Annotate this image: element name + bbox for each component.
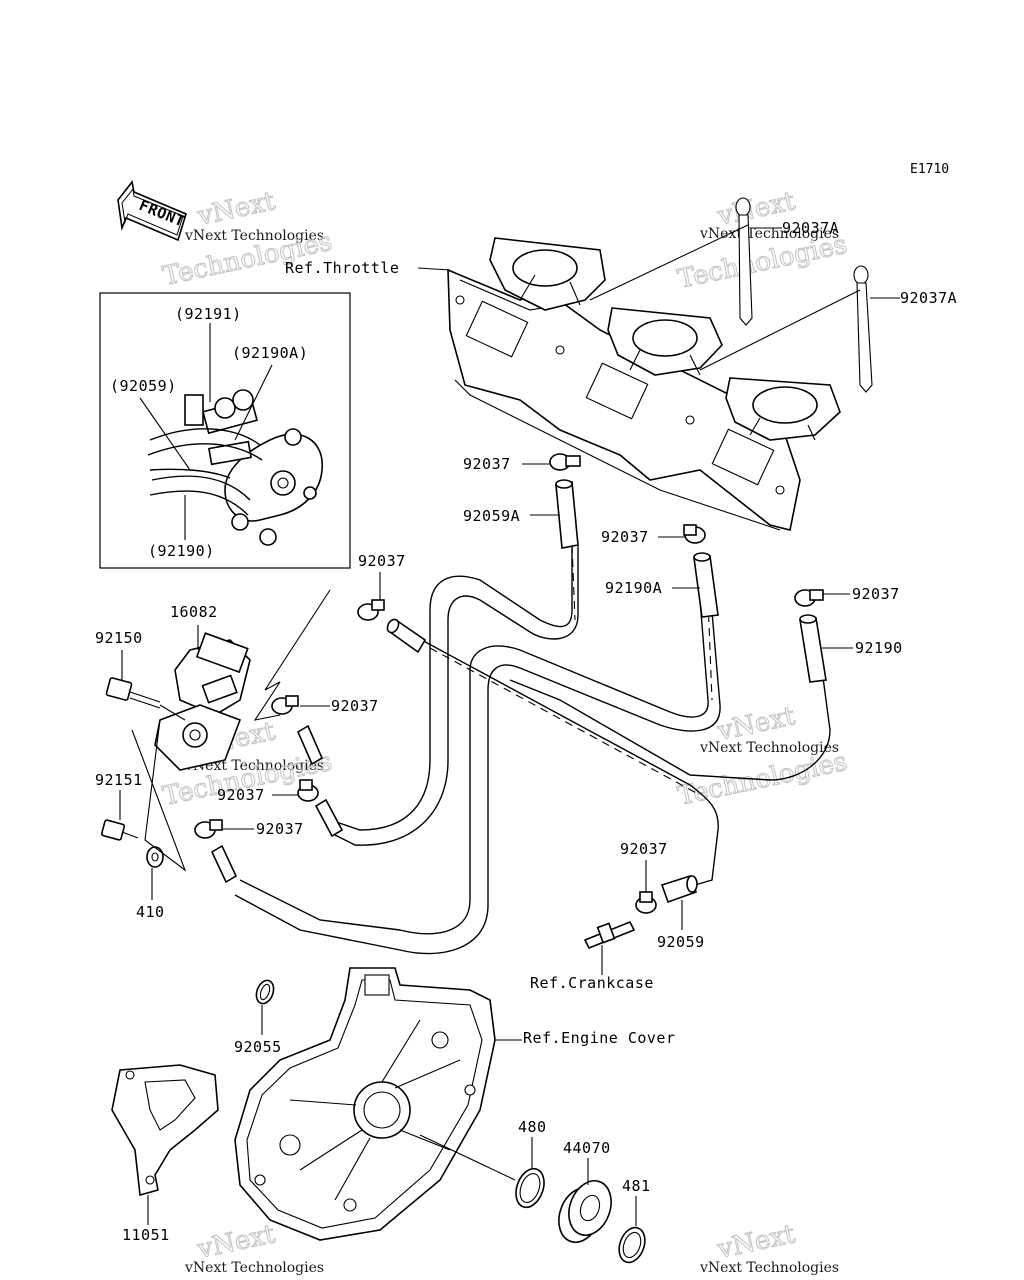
part-92190A: 92190A [605,579,662,597]
part-44070: 44070 [563,1139,611,1157]
ref-crankcase-label: Ref.Crankcase [530,974,654,992]
inset-92190: (92190) [148,542,215,560]
svg-text:vNext Technologies: vNext Technologies [699,740,839,756]
hose-92190A [693,552,719,618]
clamp-92037-a [549,453,581,471]
svg-text:vNext Technologies: vNext Technologies [184,1260,324,1276]
inset-92190A: (92190A) [232,344,308,362]
inset-92191: (92191) [175,305,242,323]
part-92037-c: 92037 [852,585,900,603]
part-92037-d: 92037 [358,552,406,570]
part-92037A-1: 92037A [782,219,839,237]
part-92055: 92055 [234,1038,282,1056]
bolt-92151 [100,819,139,841]
hose-short-e [296,724,324,766]
front-arrow-icon: FRONT [117,180,187,242]
washer-410 [146,846,164,868]
inset-92059: (92059) [110,377,177,395]
hose-92059A [555,479,579,549]
part-410: 410 [136,903,165,921]
svg-text:vNext Technologies: vNext Technologies [699,1260,839,1276]
svg-text:vNext Technologies: vNext Technologies [184,228,324,244]
clamp-92037-h [635,891,657,914]
detail-inset [147,389,323,546]
hose-short-d [386,618,427,654]
svg-text:vNext: vNext [194,1219,278,1265]
svg-text:vNext: vNext [194,186,278,232]
svg-text:vNext: vNext [714,1219,798,1265]
part-92037-a: 92037 [463,455,511,473]
part-92037A-2: 92037A [900,289,957,307]
circlip-481 [618,1226,646,1264]
o-ring-92055 [255,979,275,1005]
part-92190: 92190 [855,639,903,657]
part-92037-h: 92037 [620,840,668,858]
hose-92190 [799,614,827,683]
part-92037-f: 92037 [217,786,265,804]
hose-short-g [210,844,238,884]
part-16082: 16082 [170,603,218,621]
part-480: 480 [518,1118,547,1136]
ref-engine-cover-label: Ref.Engine Cover [523,1029,676,1047]
part-92150: 92150 [95,629,143,647]
tie-strap-2 [853,265,873,393]
part-11051: 11051 [122,1226,170,1244]
clamp-92037-g [194,819,223,839]
part-92037-g: 92037 [256,820,304,838]
tie-strap-1 [735,197,753,326]
bolt-92150 [105,677,161,709]
bracket-11051 [111,1064,219,1197]
part-16082-body [154,632,251,771]
part-92059A: 92059A [463,507,520,525]
hose-92059 [660,875,698,904]
ref-throttle-label: Ref.Throttle [285,259,399,277]
part-92151: 92151 [95,771,143,789]
clamp-92037-b [683,524,706,544]
crankcase-nipple [583,920,636,950]
circlip-480 [515,1167,545,1209]
clamp-92037-f [297,779,319,802]
bearing-44070 [558,1180,612,1243]
clamp-92037-e [271,695,299,715]
part-481: 481 [622,1177,651,1195]
svg-text:vNext Technologies: vNext Technologies [699,226,839,242]
throttle-manifold [447,237,841,531]
engine-cover [234,967,496,1241]
part-92059: 92059 [657,933,705,951]
clamp-92037-c [794,589,824,607]
diagram-code: E1710 [910,162,949,177]
part-92037-e: 92037 [331,697,379,715]
hose-short-f [314,798,344,838]
clamp-92037-d [357,599,385,621]
part-92037-b: 92037 [601,528,649,546]
